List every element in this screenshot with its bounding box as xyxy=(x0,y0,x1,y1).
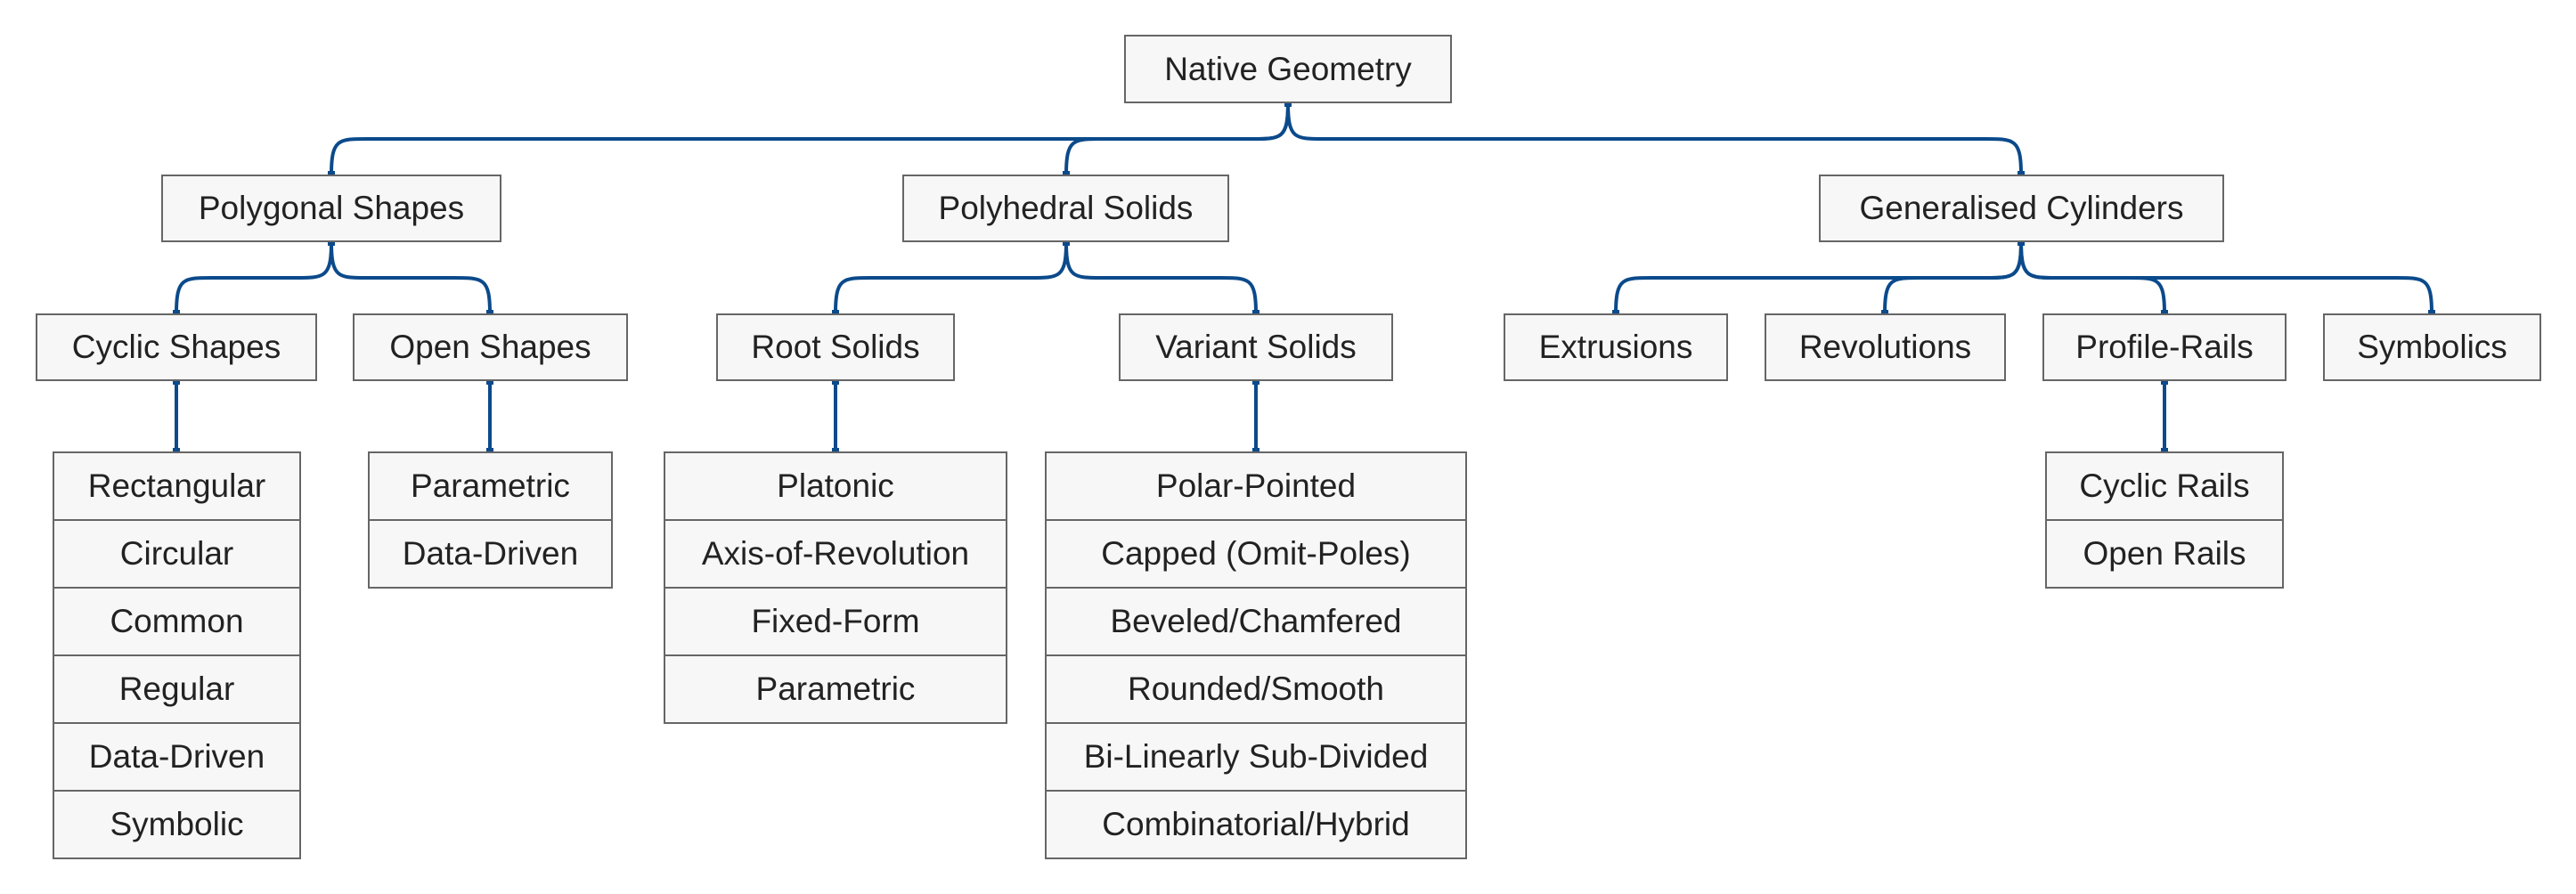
connector-start-marker xyxy=(1284,100,1292,107)
node-native-geometry: Native Geometry xyxy=(1124,35,1452,103)
list-item: Platonic xyxy=(777,467,894,504)
node-variant-solids: Variant Solids xyxy=(1119,313,1393,381)
node-cyclic-shapes: Cyclic Shapes xyxy=(36,313,317,381)
list-open-shapes: Parametric Data-Driven xyxy=(368,451,613,589)
node-label: Polyhedral Solids xyxy=(938,190,1194,226)
connector-category-1-to-child-1 xyxy=(1064,241,1258,314)
list-item: Open Rails xyxy=(2047,519,2282,587)
node-open-shapes: Open Shapes xyxy=(353,313,628,381)
connector-category-0-to-child-0 xyxy=(175,241,333,314)
node-label: Variant Solids xyxy=(1155,329,1357,365)
connector-start-marker xyxy=(2161,378,2168,385)
connector-start-marker xyxy=(2018,239,2025,246)
node-label: Root Solids xyxy=(751,329,920,365)
connector-start-marker xyxy=(832,378,839,385)
node-label: Native Geometry xyxy=(1164,50,1412,87)
list-item: Regular xyxy=(54,654,299,722)
list-item: Axis-of-Revolution xyxy=(665,519,1006,587)
list-item: Data-Driven xyxy=(54,722,299,790)
list-item: Combinatorial/Hybrid xyxy=(1047,790,1465,857)
node-profile-rails: Profile-Rails xyxy=(2042,313,2287,381)
list-item: Rounded/Smooth xyxy=(1047,654,1465,722)
list-item: Parametric xyxy=(411,467,570,504)
connector-category-1-to-child-0 xyxy=(834,241,1068,314)
list-item: Common xyxy=(54,587,299,654)
list-item: Symbolic xyxy=(54,790,299,857)
list-item: Cyclic Rails xyxy=(2079,467,2250,504)
list-root-solids: Platonic Axis-of-Revolution Fixed-Form P… xyxy=(664,451,1007,724)
connector-root-to-category-1 xyxy=(1064,102,1290,175)
connector-start-marker xyxy=(1063,239,1070,246)
node-label: Generalised Cylinders xyxy=(1859,190,2184,226)
list-profile-rails: Cyclic Rails Open Rails xyxy=(2045,451,2284,589)
node-label: Polygonal Shapes xyxy=(198,190,465,226)
list-item: Fixed-Form xyxy=(665,587,1006,654)
connector-category-0-to-child-1 xyxy=(330,241,492,314)
node-polyhedral-solids: Polyhedral Solids xyxy=(902,175,1229,242)
node-label: Profile-Rails xyxy=(2075,329,2254,365)
node-revolutions: Revolutions xyxy=(1765,313,2006,381)
connector-category-2-to-child-3 xyxy=(2019,241,2433,314)
node-label: Open Shapes xyxy=(389,329,591,365)
list-variant-solids: Polar-Pointed Capped (Omit-Poles) Bevele… xyxy=(1045,451,1467,859)
node-label: Extrusions xyxy=(1538,329,1693,365)
list-item: Bi-Linearly Sub-Divided xyxy=(1047,722,1465,790)
list-item: Rectangular xyxy=(87,467,266,504)
node-label: Cyclic Shapes xyxy=(71,329,281,365)
list-item: Capped (Omit-Poles) xyxy=(1047,519,1465,587)
connector-start-marker xyxy=(1252,378,1259,385)
node-extrusions: Extrusions xyxy=(1504,313,1728,381)
node-polygonal-shapes: Polygonal Shapes xyxy=(161,175,501,242)
connector-start-marker xyxy=(486,378,493,385)
node-symbolics: Symbolics xyxy=(2323,313,2541,381)
connector-category-2-to-child-1 xyxy=(1883,241,2023,314)
connector-root-to-category-2 xyxy=(1286,102,2023,175)
node-label: Revolutions xyxy=(1798,329,1972,365)
list-item: Beveled/Chamfered xyxy=(1047,587,1465,654)
node-label: Symbolics xyxy=(2357,329,2507,365)
connector-start-marker xyxy=(173,378,180,385)
node-generalised-cylinders: Generalised Cylinders xyxy=(1819,175,2224,242)
list-item: Data-Driven xyxy=(370,519,611,587)
list-item: Polar-Pointed xyxy=(1155,467,1357,504)
connector-start-marker xyxy=(328,239,335,246)
list-item: Circular xyxy=(54,519,299,587)
list-cyclic-shapes: Rectangular Circular Common Regular Data… xyxy=(53,451,301,859)
node-root-solids: Root Solids xyxy=(716,313,955,381)
list-item: Parametric xyxy=(665,654,1006,722)
